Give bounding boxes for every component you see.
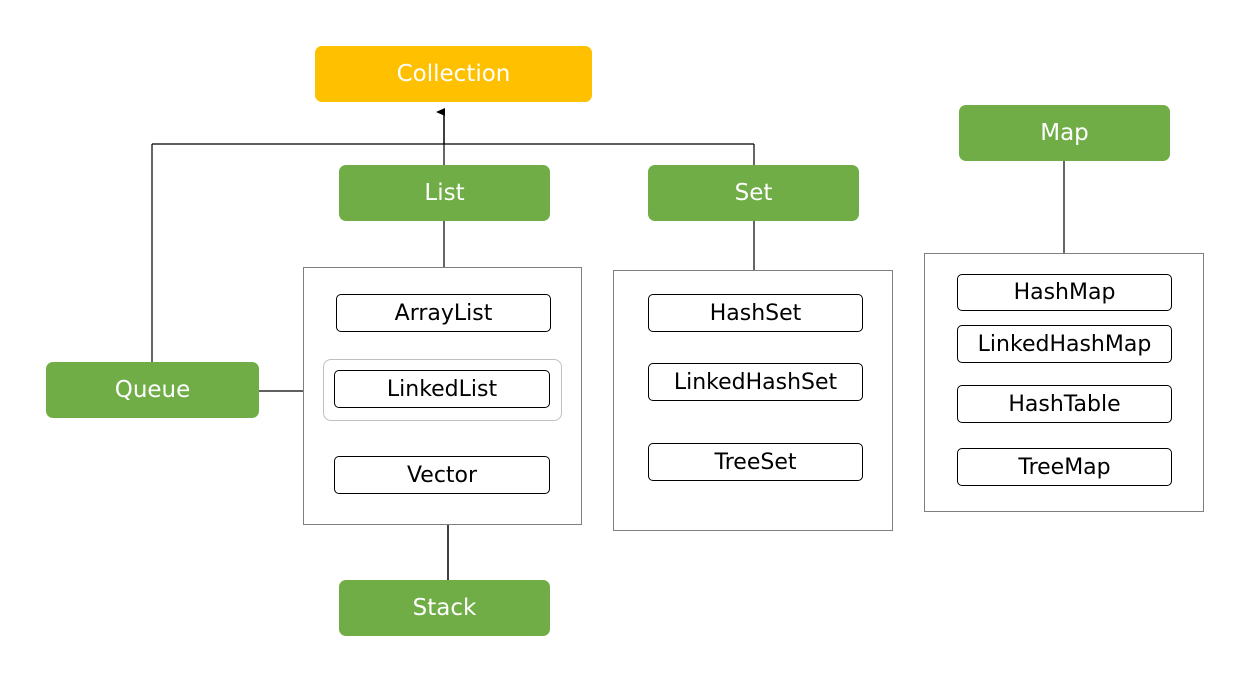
treeset-node: TreeSet (648, 443, 863, 481)
map-node: Map (959, 105, 1170, 161)
linkedlist-node: LinkedList (334, 370, 550, 408)
treemap-node: TreeMap (957, 448, 1172, 486)
hashtable-node: HashTable (957, 385, 1172, 423)
arraylist-node: ArrayList (336, 294, 551, 332)
linkedlist-highlight (323, 359, 562, 421)
vector-node: Vector (334, 456, 550, 494)
list-node: List (339, 165, 550, 221)
stack-node: Stack (339, 580, 550, 636)
linkedhashset-node: LinkedHashSet (648, 363, 863, 401)
hashmap-node: HashMap (957, 274, 1172, 311)
linkedhashmap-node: LinkedHashMap (957, 325, 1172, 363)
collection-node: Collection (315, 46, 592, 102)
set-node: Set (648, 165, 859, 221)
queue-node: Queue (46, 362, 259, 418)
hashset-node: HashSet (648, 294, 863, 332)
